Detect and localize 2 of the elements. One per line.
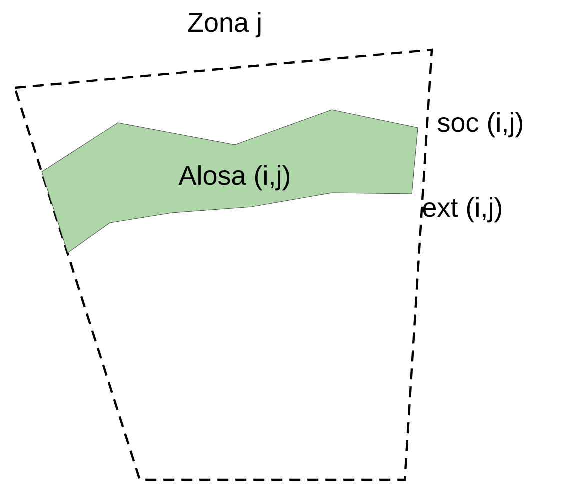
node-label: Zona j bbox=[188, 12, 261, 38]
node-label: Alosa (i,j) bbox=[178, 165, 290, 191]
